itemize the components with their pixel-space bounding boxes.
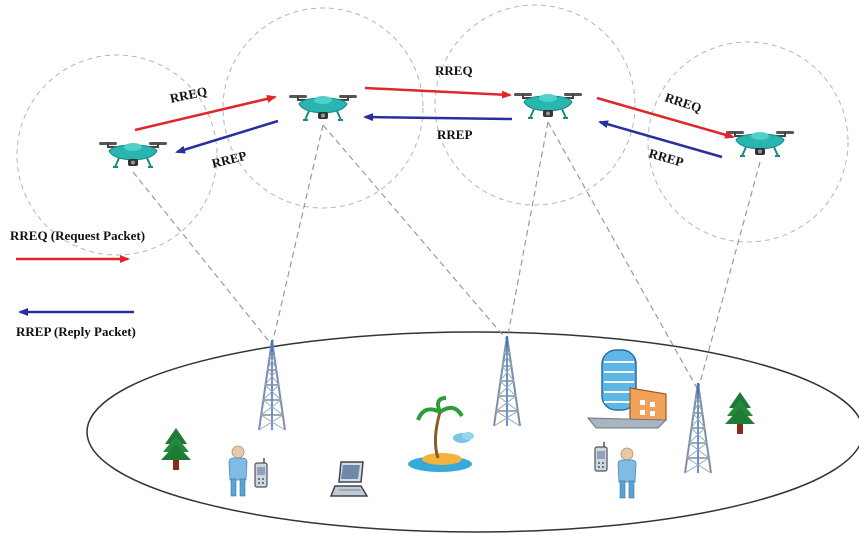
person-icon <box>617 447 637 499</box>
rreq-label: RREQ <box>169 83 209 105</box>
drone-icon <box>725 130 795 157</box>
person-icon <box>228 445 248 497</box>
rreq-arrow <box>596 96 735 139</box>
rreq-arrow <box>364 86 512 99</box>
link-line <box>506 121 549 341</box>
drone-icon <box>513 92 583 119</box>
drone-icon <box>288 94 358 121</box>
coverage-circle-4 <box>647 41 849 243</box>
link-line <box>547 121 699 391</box>
rreq-arrow <box>134 94 277 132</box>
ground-area <box>86 331 859 533</box>
rrep-arrow <box>363 113 513 122</box>
rrep-label: RREP <box>210 148 248 171</box>
rrep-label: RREP <box>437 127 472 142</box>
link-lines <box>132 121 761 391</box>
legend-request-label: RREQ (Request Packet) <box>10 228 145 243</box>
rrep-arrow <box>598 120 723 159</box>
coverage-circle-3 <box>434 4 636 206</box>
cell-tower-icon <box>684 382 712 474</box>
laptop-icon <box>329 461 369 497</box>
link-line <box>132 171 273 346</box>
rreq-label: RREQ <box>663 90 703 116</box>
coverage-circles <box>16 4 849 256</box>
rreq-label: RREQ <box>435 63 473 78</box>
rrep-label: RREP <box>647 145 685 169</box>
cell-tower-icon <box>493 335 521 427</box>
coverage-circle-2 <box>222 7 424 209</box>
packet-arrows <box>134 86 735 159</box>
phone-icon <box>254 457 268 488</box>
rrep-arrow <box>175 119 279 154</box>
tree-icon <box>725 392 755 434</box>
coverage-circle-1 <box>16 54 218 256</box>
legend-reply-label: RREP (Reply Packet) <box>16 324 136 339</box>
legend: RREQ (Request Packet) RREP (Reply Packet… <box>10 228 145 339</box>
tree-icon <box>161 428 191 470</box>
phone-icon <box>594 441 608 472</box>
cell-tower-icon <box>258 339 286 431</box>
building-icon <box>586 349 668 429</box>
link-line <box>322 124 508 341</box>
link-line <box>271 124 324 346</box>
island-icon <box>408 396 474 472</box>
drone-icon <box>98 141 168 168</box>
